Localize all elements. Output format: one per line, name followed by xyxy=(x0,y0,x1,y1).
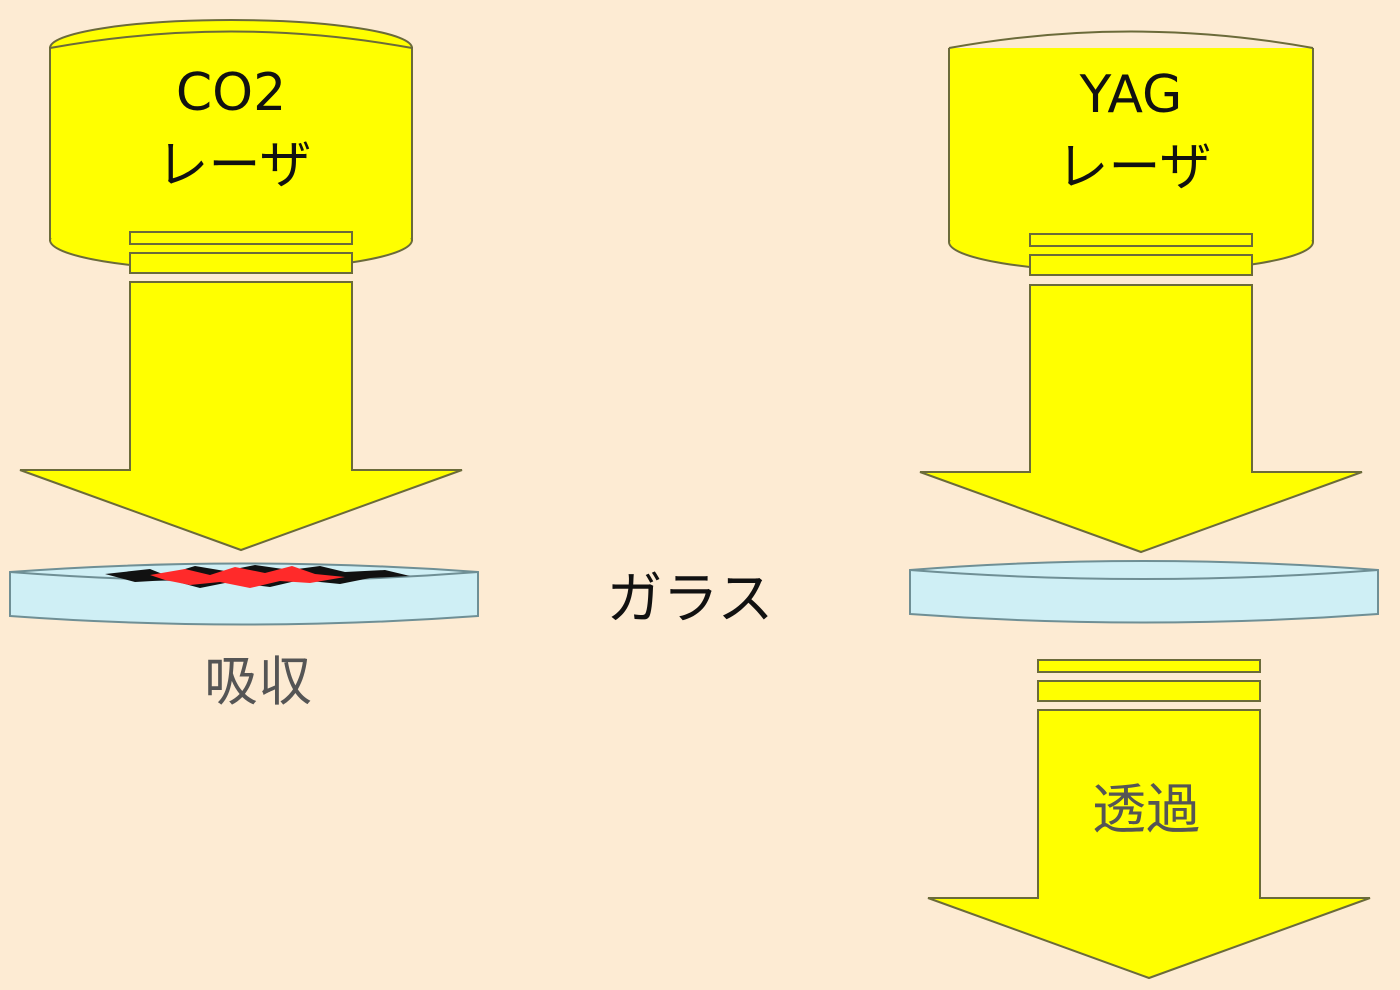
absorption-label: 吸収 xyxy=(204,650,312,713)
co2-laser-label-line2: レーザ xyxy=(157,136,312,196)
transmission-label: 透過 xyxy=(1092,778,1200,841)
glass-label: ガラス xyxy=(607,567,774,632)
co2-laser-group: CO2 レーザ xyxy=(19,19,463,552)
co2-beam-arrow xyxy=(19,281,463,552)
co2-laser-label-line1: CO2 xyxy=(176,63,286,123)
yag-band-1 xyxy=(1029,233,1253,247)
yag-beam-arrow xyxy=(919,284,1363,554)
transmit-band-1 xyxy=(1037,659,1261,673)
co2-band-2 xyxy=(129,252,353,274)
transmit-band-2 xyxy=(1037,680,1261,702)
yag-laser-label-line1: YAG xyxy=(1079,65,1183,125)
yag-laser-label-line2: レーザ xyxy=(1057,138,1212,198)
transmit-arrow xyxy=(927,709,1371,980)
yag-laser-group: YAG レーザ xyxy=(919,30,1363,554)
co2-band-1 xyxy=(129,231,353,245)
right-glass-plate xyxy=(909,560,1379,624)
transmitted-beam: 透過 xyxy=(927,659,1371,980)
yag-band-2 xyxy=(1029,254,1253,276)
absorption-mark xyxy=(105,565,410,588)
yag-laser-head xyxy=(948,30,1314,273)
